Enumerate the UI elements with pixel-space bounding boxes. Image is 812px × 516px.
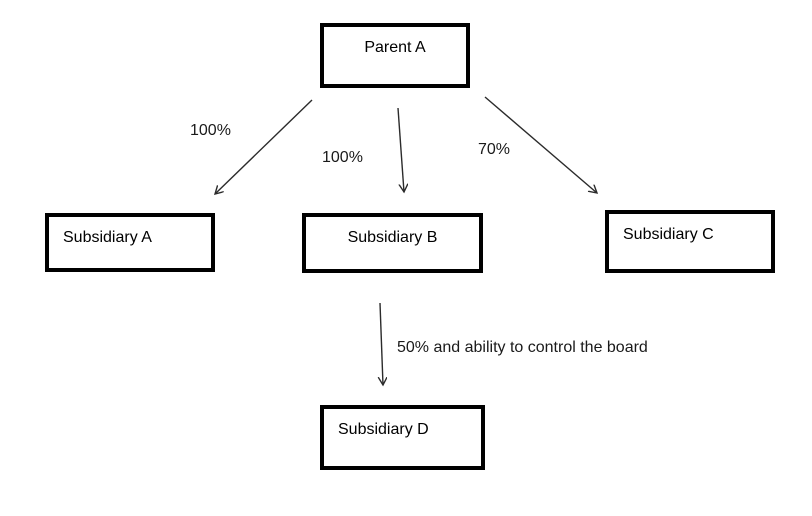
node-subsidiary-b-label: Subsidiary B — [347, 229, 438, 246]
node-subsidiary-d: Subsidiary D — [320, 405, 485, 470]
node-parent-a-label: Parent A — [364, 39, 426, 56]
node-subsidiary-b: Subsidiary B — [302, 213, 483, 273]
edge-label-parent-to-b: 100% — [322, 149, 363, 166]
edge-label-b-to-d: 50% and ability to control the board — [397, 339, 648, 356]
node-subsidiary-a: Subsidiary A — [45, 213, 215, 272]
arrow-parent-to-subsidiary-b — [397, 107, 404, 192]
node-subsidiary-a-label: Subsidiary A — [63, 229, 152, 246]
edge-label-parent-to-c: 70% — [478, 141, 511, 158]
edge-label-parent-to-a: 100% — [190, 122, 231, 139]
arrow-parent-to-subsidiary-a — [215, 99, 313, 194]
node-parent-a: Parent A — [320, 23, 470, 88]
node-subsidiary-d-label: Subsidiary D — [338, 421, 429, 438]
arrow-subsidiary-b-to-d — [380, 302, 383, 385]
node-subsidiary-c: Subsidiary C — [605, 210, 775, 273]
node-subsidiary-c-label: Subsidiary C — [623, 226, 714, 243]
